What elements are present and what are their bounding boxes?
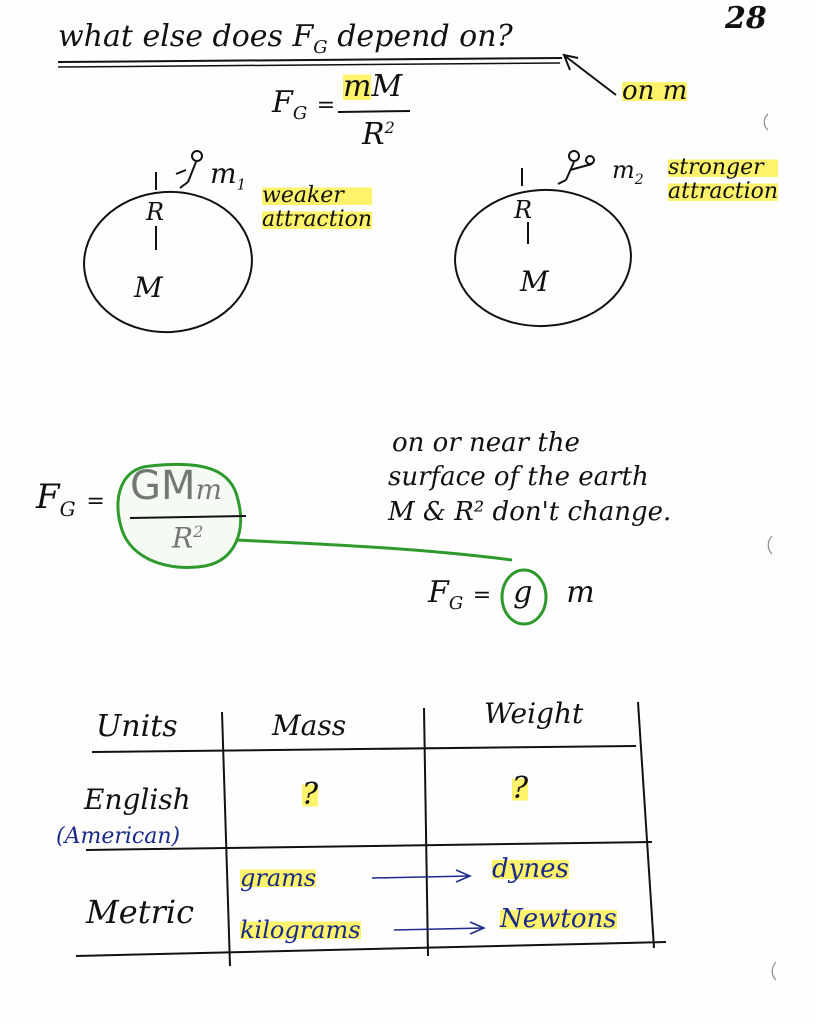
right-R-label: R [514,196,533,224]
metric-weight-2: Newtons [500,904,617,934]
right-m-label: m2 [612,156,644,188]
formula-2-numerator: GMm [130,463,223,509]
formula-3: FG = g m [428,575,595,614]
metric-mass-2: kilograms [240,916,361,944]
g-circle [500,568,548,626]
surface-note: on or near the surface of the earth M & … [388,428,672,527]
title-underline [57,57,563,63]
right-planet-circle [454,188,632,328]
right-M-label: M [520,265,549,298]
left-planet-circle [83,190,253,334]
formula-1-numerator: mM [343,69,403,104]
english-sublabel: (American) [56,824,181,849]
page-number: 28 [725,1,767,36]
left-m-label: m1 [210,157,247,194]
left-M-label: M [134,271,163,304]
arrow-to-m-icon [562,53,617,96]
units-table-grid [75,701,667,967]
formula-2-denominator: R2 [172,521,204,555]
arrow-note: on m [622,76,688,106]
formula-1-denominator: R2 [362,117,395,152]
metric-weight-1: dynes [492,854,569,884]
metric-mass-1: grams [240,864,317,892]
grams-to-dynes-arrow-icon [371,869,472,883]
left-R-label: R [146,198,165,226]
table-header-mass: Mass [272,709,347,742]
gm-over-r2-circle [116,462,243,569]
left-person-icon [175,150,203,189]
page-title: what else does FG depend on? [58,19,513,58]
table-header-units: Units [96,709,178,744]
kilograms-to-newtons-arrow-icon [393,921,486,935]
right-person-icon [557,150,595,185]
english-label: English [84,783,191,816]
formula-1-lhs: FG = [272,85,336,124]
table-header-weight: Weight [484,697,584,730]
left-attraction-label: weaker attraction [262,183,373,233]
english-weight-value: ? [512,771,529,806]
formula-2-lhs: FG = [36,477,105,521]
metric-label: Metric [86,893,195,931]
green-connector-line [235,538,513,562]
right-attraction-label: stronger attraction [668,155,779,205]
english-mass-value: ? [302,777,319,812]
